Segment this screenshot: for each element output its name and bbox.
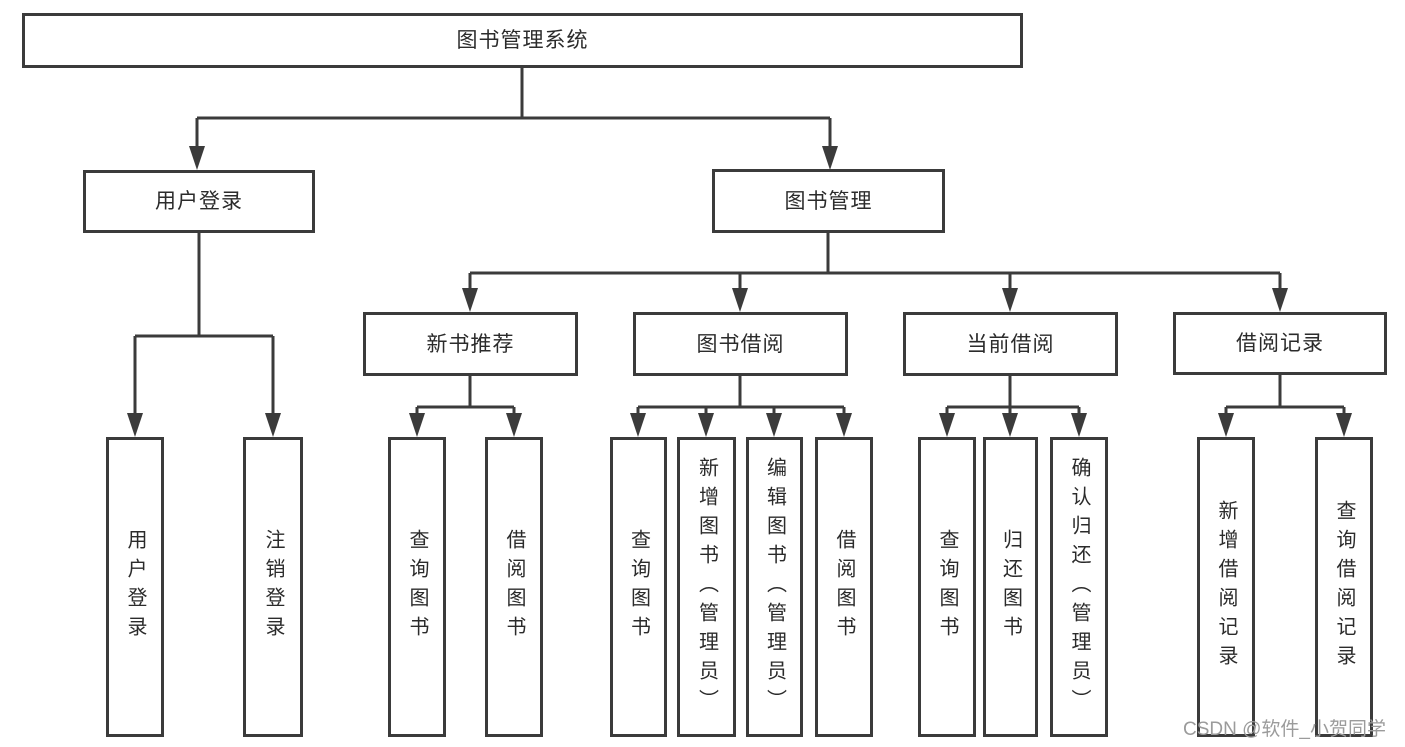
node-new-book-recommendation: 新书推荐 — [363, 312, 578, 376]
node-label: 查询图书 — [627, 529, 650, 645]
node-current-borrowing: 当前借阅 — [903, 312, 1118, 376]
leaf-borrow-books-recommend: 借阅图书 — [485, 437, 543, 737]
node-label: 新书推荐 — [426, 332, 515, 356]
node-label: 当前借阅 — [966, 332, 1055, 356]
node-label: 确认归还（管理员） — [1068, 456, 1090, 718]
node-label: 注销登录 — [262, 529, 284, 645]
node-label: 查询图书 — [936, 529, 958, 645]
leaf-user-login: 用户登录 — [106, 437, 164, 737]
node-label: 图书借阅 — [696, 332, 785, 356]
node-label: 归还图书 — [999, 529, 1022, 645]
node-label: 用户登录 — [124, 529, 146, 645]
node-user-login: 用户登录 — [83, 170, 315, 233]
node-book-management: 图书管理 — [712, 169, 945, 233]
leaf-edit-books-admin: 编辑图书（管理员） — [746, 437, 803, 737]
leaf-query-books-borrowing: 查询图书 — [610, 437, 667, 737]
leaf-add-borrow-record: 新增借阅记录 — [1197, 437, 1255, 737]
leaf-logout: 注销登录 — [243, 437, 303, 737]
node-label: 借阅图书 — [833, 529, 855, 645]
leaf-query-books-current: 查询图书 — [918, 437, 976, 737]
node-label: 编辑图书（管理员） — [763, 456, 786, 718]
node-label: 用户登录 — [155, 190, 243, 213]
node-label: 借阅记录 — [1236, 332, 1324, 355]
leaf-add-books-admin: 新增图书（管理员） — [677, 437, 736, 737]
node-borrowing-records: 借阅记录 — [1173, 312, 1387, 375]
node-label: 借阅图书 — [503, 529, 525, 645]
node-library-management-system: 图书管理系统 — [22, 13, 1023, 68]
leaf-confirm-return-admin: 确认归还（管理员） — [1050, 437, 1108, 737]
node-book-borrowing: 图书借阅 — [633, 312, 848, 376]
node-label: 新增借阅记录 — [1215, 500, 1237, 674]
node-label: 查询图书 — [406, 529, 428, 645]
leaf-borrow-books: 借阅图书 — [815, 437, 873, 737]
leaf-query-borrow-record: 查询借阅记录 — [1315, 437, 1373, 737]
node-label: 图书管理 — [784, 189, 873, 213]
node-label: 图书管理系统 — [456, 29, 589, 52]
node-label: 查询借阅记录 — [1333, 500, 1355, 674]
node-label: 新增图书（管理员） — [695, 456, 718, 718]
leaf-query-books-recommend: 查询图书 — [388, 437, 446, 737]
watermark-text: CSDN @软件_小贺同学 — [1183, 719, 1386, 740]
leaf-return-books: 归还图书 — [983, 437, 1038, 737]
